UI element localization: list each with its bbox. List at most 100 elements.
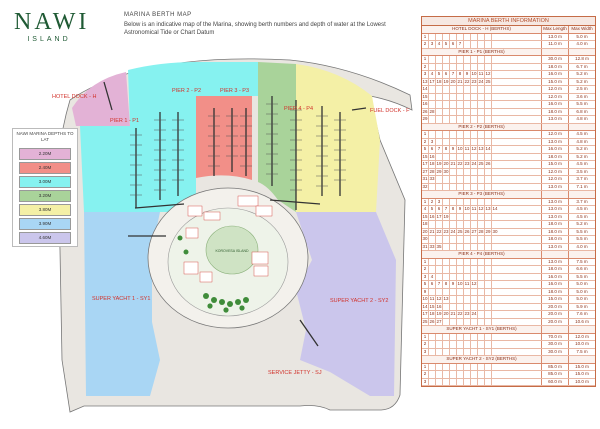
berth-number-cell (450, 236, 457, 243)
max-width-cell: 4.5 m (568, 213, 595, 220)
berth-number-cell: 2 (422, 371, 429, 378)
max-length-cell: 18.0 m (541, 266, 568, 273)
berth-number-cell (478, 108, 485, 115)
berth-number-cell (443, 318, 450, 325)
berth-number-cell (471, 363, 478, 370)
berth-number-cell: 16 (436, 303, 443, 310)
berth-number-cell (471, 131, 478, 138)
berth-number-cell (478, 378, 485, 385)
berth-number-cell: 7 (457, 41, 464, 48)
berth-number-cell (436, 101, 443, 108)
berth-number-cell (492, 379, 498, 386)
berth-number-cell: 21 (450, 311, 457, 318)
max-length-header (541, 123, 568, 130)
berth-number-cell (492, 289, 498, 296)
max-length-cell: 18.0 m (541, 221, 568, 228)
berth-number-cell (443, 198, 450, 205)
berth-number-cell (429, 183, 436, 190)
berth-number-cell (443, 273, 450, 280)
berth-number-cell (443, 86, 450, 93)
berth-number-cell (457, 86, 464, 93)
berth-number-cell: 18 (436, 78, 443, 85)
max-length-cell: 30.0 m (541, 341, 568, 348)
berth-number-cell (450, 116, 457, 123)
zone-pier-1 (80, 62, 196, 212)
berth-number-cell (464, 63, 471, 70)
table-section-header: PIER 1 - P1 (BERTHS) (422, 48, 595, 56)
berth-number-cell: 16 (429, 153, 436, 160)
berth-number-cell (464, 33, 471, 40)
berth-number-cell: 22 (457, 161, 464, 168)
berth-number-cell (457, 101, 464, 108)
berth-number-cell: 9 (422, 288, 429, 295)
berth-number-cell (492, 184, 498, 191)
berth-number-cell (436, 56, 443, 63)
island-buildings (183, 195, 273, 283)
berth-number-cell (478, 281, 485, 288)
label-super-yacht-1: SUPER YACHT 1 - SY1 (92, 296, 150, 302)
berth-number-cell (492, 94, 498, 101)
berth-number-cell: 25 (457, 228, 464, 235)
berth-number-cell: 27 (436, 318, 443, 325)
berth-number-cell (429, 363, 436, 370)
berth-number-cell: 9 (464, 71, 471, 78)
max-length-cell: 13.0 m (541, 206, 568, 213)
berth-number-cell (436, 63, 443, 70)
berth-number-cell (492, 64, 498, 71)
berth-number-cell: 21 (450, 161, 457, 168)
legend-item: 3.20M (19, 190, 71, 202)
berth-number-cell (492, 296, 498, 303)
max-length-cell: 13.0 m (541, 183, 568, 190)
berth-number-cell: 7 (436, 146, 443, 153)
berth-number-cell (478, 311, 485, 318)
berth-number-cell (464, 243, 471, 250)
berth-number-cell: 19 (436, 161, 443, 168)
max-length-cell: 16.0 m (541, 146, 568, 153)
berth-number-cell (492, 79, 498, 86)
section-title: PIER 1 - P1 (BERTHS) (458, 48, 505, 54)
berth-number-cell (471, 86, 478, 93)
max-width-cell: 3.7 m (568, 176, 595, 183)
zone-pier-4 (296, 64, 380, 212)
berth-number-cell: 1 (422, 363, 429, 370)
map-labels: HOTEL DOCK - H PIER 1 - P1 PIER 2 - P2 P… (52, 88, 410, 376)
berth-number-cell (478, 258, 485, 265)
berth-number-cell (436, 266, 443, 273)
legend-item: 2.40M (19, 162, 71, 174)
berth-number-cell (471, 371, 478, 378)
berth-number-cell: 28 (478, 228, 485, 235)
berth-number-cell (436, 273, 443, 280)
berth-number-cell (485, 198, 492, 205)
berth-number-cell (471, 258, 478, 265)
berth-number-cell (457, 198, 464, 205)
berth-number-cell (436, 378, 443, 385)
berth-number-cell: 18 (429, 161, 436, 168)
berth-number-cell (429, 371, 436, 378)
berth-number-cell: 4 (436, 41, 443, 48)
berth-number-cell (443, 116, 450, 123)
berth-number-cell (492, 101, 498, 108)
max-width-cell: 7.5 m (568, 348, 595, 355)
berth-number-cell (478, 116, 485, 123)
berth-number-cell (471, 168, 478, 175)
max-width-cell: 4.0 m (568, 243, 595, 250)
berth-number-cell (464, 371, 471, 378)
berth-number-cell (478, 101, 485, 108)
berth-number-cell (436, 153, 443, 160)
berth-number-cell: 17 (429, 78, 436, 85)
berth-number-cell (471, 63, 478, 70)
berth-number-cell (485, 281, 492, 288)
berth-number-cell (436, 93, 443, 100)
berth-number-cell: 25 (485, 78, 492, 85)
max-length-cell: 11.0 m (541, 41, 568, 48)
berth-number-cell (464, 303, 471, 310)
berth-number-cell (443, 101, 450, 108)
berth-number-cell (436, 236, 443, 243)
berth-number-cell (450, 363, 457, 370)
